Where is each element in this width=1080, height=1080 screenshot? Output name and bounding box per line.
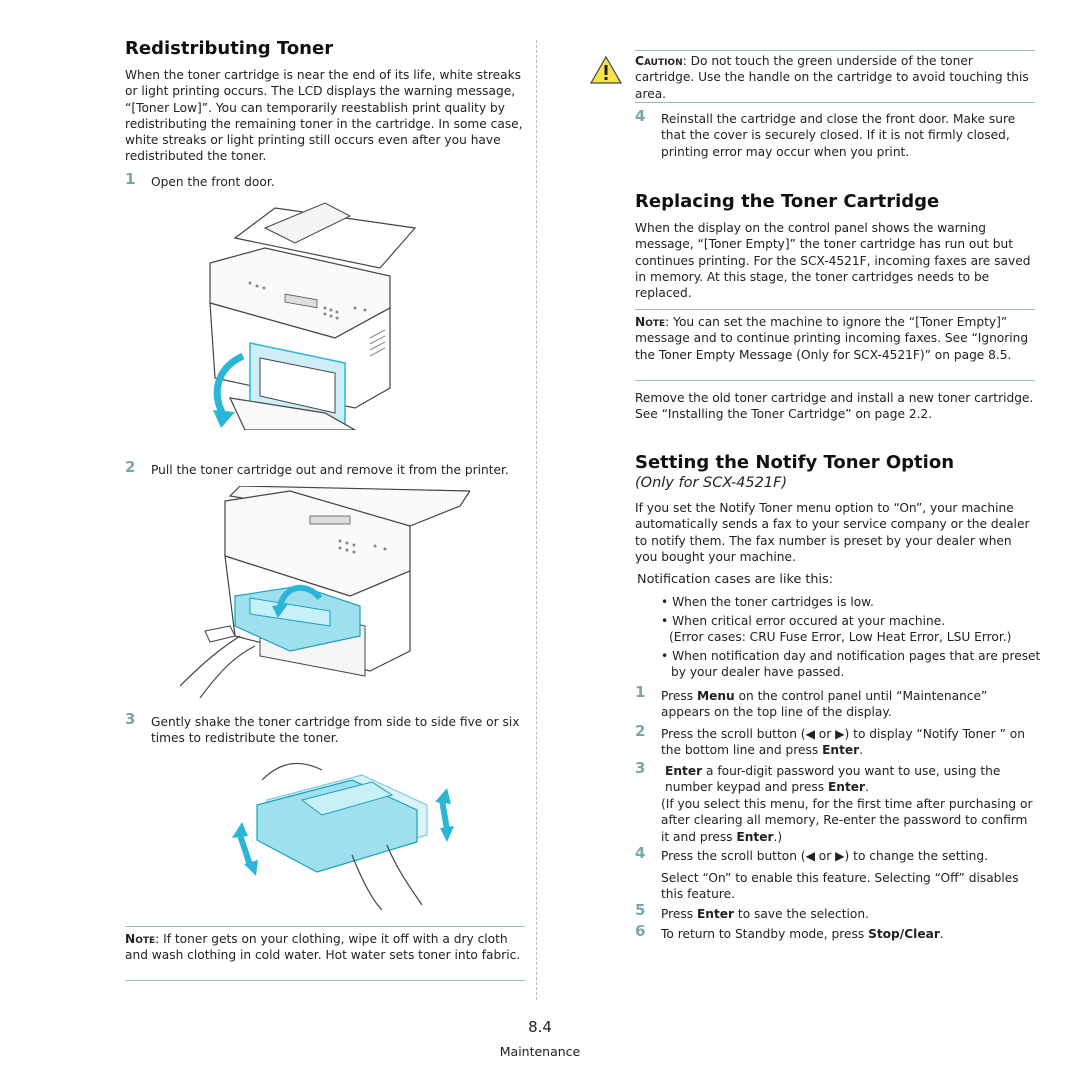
step-number: 3	[635, 759, 646, 777]
scroll-right-icon: ▶	[835, 849, 845, 863]
note-label: Note	[125, 932, 156, 946]
caution-text: : Do not touch the green underside of th…	[635, 54, 1029, 101]
step-text: Press Enter to save the selection.	[661, 907, 869, 921]
scroll-left-icon: ◀	[805, 727, 815, 741]
step-number: 4	[635, 844, 646, 862]
step-number: 6	[635, 922, 646, 940]
step-text: Press Menu on the control panel until “M…	[661, 689, 988, 720]
step-text: Reinstall the cartridge and close the fr…	[661, 112, 1016, 159]
step-text: Gently shake the toner cartridge from si…	[151, 715, 520, 746]
list-item: • When notification day and notification…	[661, 649, 1041, 680]
section-heading-replacing: Replacing the Toner Cartridge	[635, 191, 940, 212]
notify-paragraph: If you set the Notify Toner menu option …	[635, 501, 1030, 564]
note-paragraph: Note: If toner gets on your clothing, wi…	[125, 931, 525, 964]
step-text: Enter a four-digit password you want to …	[665, 764, 1001, 795]
caution-top-rule	[635, 50, 1035, 51]
scroll-right-icon: ▶	[835, 727, 845, 741]
section-heading-redistributing: Redistributing Toner	[125, 38, 334, 59]
caution-paragraph: Caution: Do not touch the green undersid…	[635, 53, 1035, 102]
note-label: Note	[635, 315, 666, 329]
scroll-left-icon: ◀	[805, 849, 815, 863]
note-bottom-rule	[125, 980, 525, 981]
caution-icon	[590, 56, 622, 84]
step-text: Press the scroll button (◀ or ▶) to chan…	[661, 849, 988, 863]
page-footer: Maintenance	[499, 1044, 581, 1059]
note-text: : If toner gets on your clothing, wipe i…	[125, 932, 521, 963]
step-text: Open the front door.	[151, 175, 275, 189]
column-divider	[536, 40, 537, 1000]
shake-cartridge-illustration	[232, 762, 454, 910]
section-heading-notify: Setting the Notify Toner Option	[635, 452, 955, 473]
note-paragraph: Note: You can set the machine to ignore …	[635, 314, 1035, 363]
caution-bottom-rule	[635, 102, 1035, 103]
pull-cartridge-illustration	[180, 486, 470, 698]
caution-label: Caution	[635, 54, 683, 68]
note-top-rule	[635, 309, 1035, 310]
step-number: 3	[125, 710, 136, 728]
step-number: 2	[125, 458, 136, 476]
list-item: • When critical error occured at your ma…	[661, 614, 946, 628]
step-text: To return to Standby mode, press Stop/Cl…	[661, 927, 944, 941]
step-number: 1	[125, 170, 136, 188]
step-number: 1	[635, 683, 646, 701]
list-item: • When the toner cartridges is low.	[661, 595, 874, 609]
step-text: Press the scroll button (◀ or ▶) to disp…	[661, 727, 1025, 758]
remove-paragraph: Remove the old toner cartridge and insta…	[635, 391, 1034, 422]
error-cases: (Error cases: CRU Fuse Error, Low Heat E…	[669, 630, 1012, 644]
step-number: 5	[635, 901, 646, 919]
note-bottom-rule	[635, 380, 1035, 381]
step-note: (If you select this menu, for the first …	[661, 797, 1033, 844]
replace-paragraph: When the display on the control panel sh…	[635, 221, 1031, 301]
notify-subtitle: (Only for SCX-4521F)	[635, 475, 788, 491]
step-number: 2	[635, 722, 646, 740]
step-note: Select “On” to enable this feature. Sele…	[661, 871, 1019, 902]
step-text: Pull the toner cartridge out and remove …	[151, 463, 509, 477]
printer-open-door-illustration	[209, 202, 417, 430]
step-number: 4	[635, 107, 646, 125]
cases-title: Notification cases are like this:	[637, 572, 834, 587]
page-number: 8.4	[528, 1018, 552, 1036]
note-top-rule	[125, 926, 525, 927]
intro-paragraph: When the toner cartridge is near the end…	[125, 68, 523, 164]
note-text: : You can set the machine to ignore the …	[635, 315, 1029, 362]
